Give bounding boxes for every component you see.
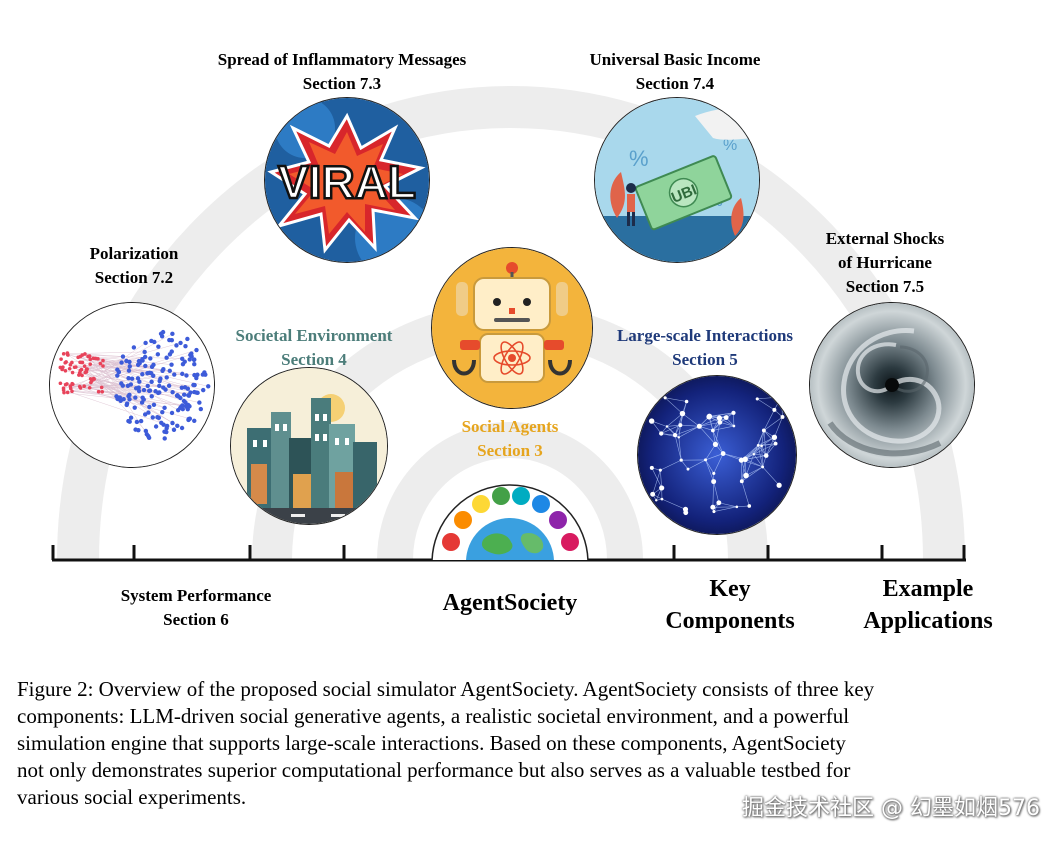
example-applications-line2: Applications (863, 608, 993, 634)
viral-text: VIRAL (278, 156, 416, 208)
ubi-label: Universal Basic Income Section 7.4 (545, 48, 805, 96)
ubi-title: Universal Basic Income (589, 50, 761, 69)
caption-line: various social experiments. (17, 785, 247, 809)
agentsociety-title: AgentSociety (442, 590, 578, 616)
social-agents-section: Section 3 (477, 441, 543, 460)
caption-line: Figure 2: Overview of the proposed socia… (17, 677, 875, 701)
system-performance-section: Section 6 (163, 610, 229, 629)
large-scale-interactions-image (637, 375, 797, 535)
key-components-line1: Key (709, 576, 751, 602)
polarization-title: Polarization (89, 244, 179, 263)
system-performance-title: System Performance (120, 586, 272, 605)
viral-image: VIRAL (264, 97, 430, 263)
hurricane-section: Section 7.5 (845, 277, 925, 296)
inflammatory-label: Spread of Inflammatory Messages Section … (182, 48, 502, 96)
societal-environment-image (230, 367, 388, 525)
inner-arc (377, 422, 643, 561)
people-ring (442, 487, 579, 551)
polarization-section: Section 7.2 (94, 268, 174, 287)
social-agents-label: Social Agents Section 3 (430, 415, 590, 463)
inflammatory-title: Spread of Inflammatory Messages (217, 50, 467, 69)
inflammatory-section: Section 7.3 (302, 74, 382, 93)
system-performance-label: System Performance Section 6 (96, 584, 296, 632)
societal-environment-section: Section 4 (281, 350, 347, 369)
ubi-section: Section 7.4 (635, 74, 715, 93)
figure-caption: Figure 2: Overview of the proposed socia… (17, 676, 1017, 811)
key-components-label: Key Components (640, 573, 820, 637)
ubi-image: % % % UBI (594, 97, 760, 263)
example-applications-label: Example Applications (838, 573, 1018, 637)
agentsociety-image (431, 484, 589, 560)
social-agents-title: Social Agents (461, 417, 559, 436)
caption-line: components: LLM-driven social generative… (17, 704, 850, 728)
polarization-label: Polarization Section 7.2 (54, 242, 214, 290)
social-agents-image (431, 247, 593, 409)
societal-environment-title: Societal Environment (235, 326, 393, 345)
caption-line: simulation engine that supports large-sc… (17, 731, 846, 755)
societal-environment-label: Societal Environment Section 4 (204, 324, 424, 372)
polarization-image (49, 302, 215, 468)
svg-text:%: % (723, 137, 737, 154)
hurricane-label: External Shocks of Hurricane Section 7.5 (795, 227, 975, 299)
large-scale-interactions-title: Large-scale Interactions (616, 326, 794, 345)
agentsociety-label: AgentSociety (420, 587, 600, 619)
key-components-line2: Components (665, 608, 795, 634)
large-scale-interactions-section: Section 5 (672, 350, 738, 369)
svg-text:%: % (629, 146, 649, 171)
large-scale-interactions-label: Large-scale Interactions Section 5 (590, 324, 820, 372)
caption-line: not only demonstrates superior computati… (17, 758, 851, 782)
hurricane-title-line2: of Hurricane (838, 253, 932, 272)
timeline-axis (51, 545, 966, 562)
watermark: 掘金技术社区 @ 幻墨如烟576 (742, 796, 1040, 821)
example-applications-line1: Example (882, 576, 974, 602)
hurricane-title-line1: External Shocks (825, 229, 945, 248)
hurricane-image (809, 302, 975, 468)
